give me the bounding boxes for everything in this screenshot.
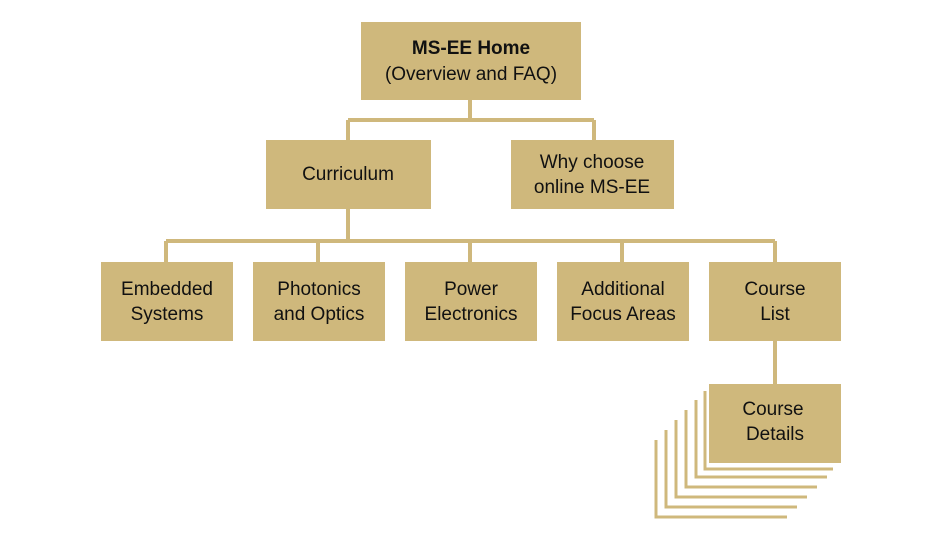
node-photonics-optics-line1: Photonics bbox=[277, 279, 360, 300]
node-power-electronics[interactable]: Power Electronics bbox=[405, 262, 537, 341]
course-details-stack bbox=[654, 391, 833, 519]
node-course-details[interactable]: Course Details bbox=[709, 384, 841, 463]
stack-page-1 bbox=[703, 391, 833, 471]
node-course-list[interactable]: Course List bbox=[709, 262, 841, 341]
node-embedded-systems-box bbox=[101, 262, 233, 341]
node-photonics-optics-line2: and Optics bbox=[274, 304, 365, 325]
node-home-box bbox=[361, 22, 581, 100]
node-course-list-box bbox=[709, 262, 841, 341]
node-curriculum-label: Curriculum bbox=[302, 164, 394, 185]
stack-page-6 bbox=[654, 440, 787, 519]
node-course-details-box bbox=[709, 384, 841, 463]
node-embedded-systems[interactable]: Embedded Systems bbox=[101, 262, 233, 341]
node-embedded-systems-line2: Systems bbox=[131, 304, 204, 325]
node-curriculum-box bbox=[266, 140, 431, 209]
node-additional-focus-areas-line2: Focus Areas bbox=[570, 304, 676, 325]
node-why-choose-line2: online MS-EE bbox=[534, 177, 650, 198]
stack-page-3 bbox=[684, 410, 817, 489]
node-home-subtitle: (Overview and FAQ) bbox=[385, 64, 557, 85]
node-why-choose[interactable]: Why choose online MS-EE bbox=[511, 140, 674, 209]
node-photonics-optics[interactable]: Photonics and Optics bbox=[253, 262, 385, 341]
node-power-electronics-box bbox=[405, 262, 537, 341]
node-home[interactable]: MS-EE Home (Overview and FAQ) bbox=[361, 22, 581, 100]
stack-page-5 bbox=[664, 430, 797, 509]
node-additional-focus-areas-line1: Additional bbox=[581, 279, 664, 300]
node-course-list-line1: Course bbox=[744, 279, 805, 300]
node-power-electronics-line2: Electronics bbox=[425, 304, 518, 325]
node-course-details-line1: Course bbox=[742, 399, 803, 420]
node-additional-focus-areas[interactable]: Additional Focus Areas bbox=[557, 262, 689, 341]
stack-page-2 bbox=[694, 400, 827, 479]
node-why-choose-box bbox=[511, 140, 674, 209]
node-course-details-line2: Details bbox=[746, 424, 804, 445]
node-power-electronics-line1: Power bbox=[444, 279, 499, 300]
node-home-title: MS-EE Home bbox=[412, 38, 530, 59]
node-photonics-optics-box bbox=[253, 262, 385, 341]
stack-page-4 bbox=[674, 420, 807, 499]
connectors bbox=[164, 100, 777, 384]
node-additional-focus-areas-box bbox=[557, 262, 689, 341]
node-embedded-systems-line1: Embedded bbox=[121, 279, 213, 300]
node-why-choose-line1: Why choose bbox=[540, 152, 645, 173]
node-course-list-line2: List bbox=[760, 304, 790, 325]
node-curriculum[interactable]: Curriculum bbox=[266, 140, 431, 209]
